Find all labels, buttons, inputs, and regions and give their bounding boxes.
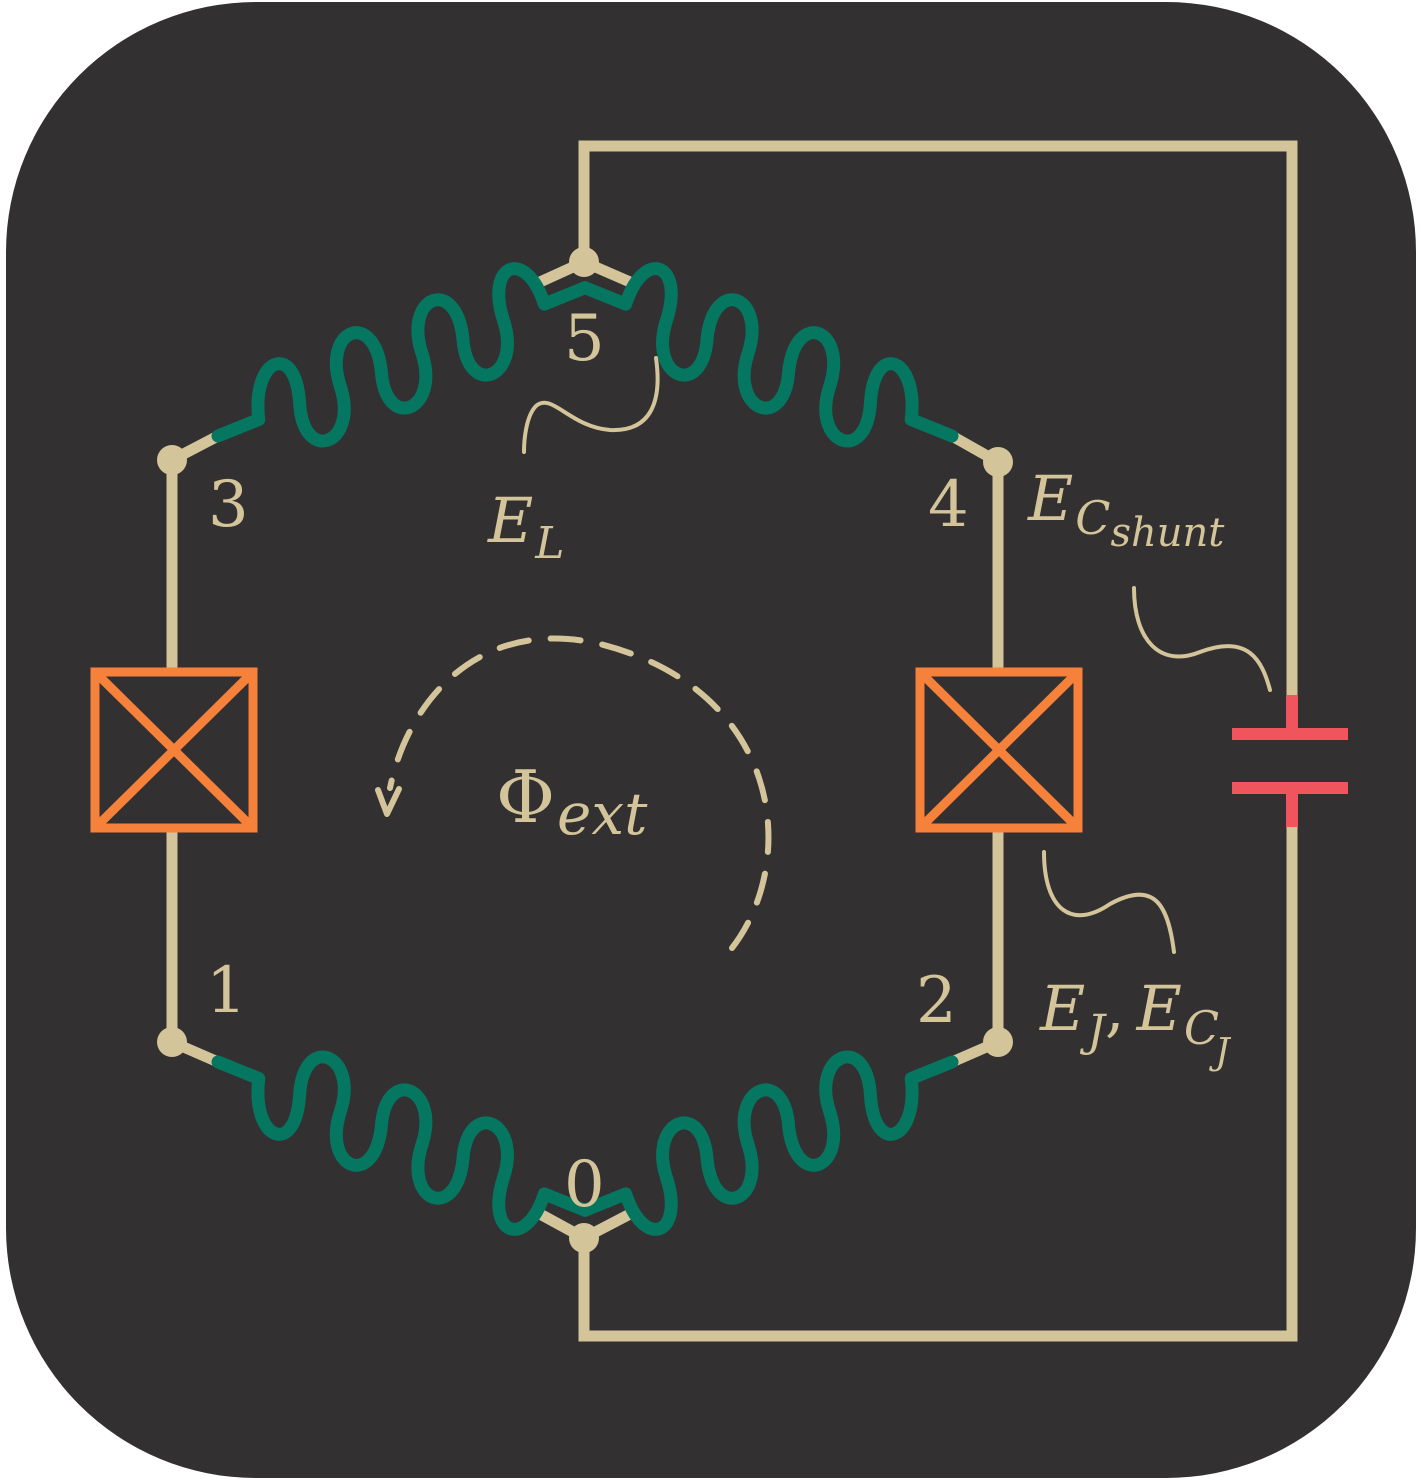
leader-Ec-shunt bbox=[1132, 586, 1272, 692]
node-dot-3 bbox=[157, 445, 187, 475]
junction-left bbox=[90, 667, 258, 833]
node-label-3: 3 bbox=[208, 468, 249, 542]
junction-right bbox=[915, 667, 1083, 833]
label-EL: EL bbox=[487, 484, 564, 569]
flux-arrow bbox=[375, 635, 772, 951]
leader-lines bbox=[522, 356, 1272, 954]
background-panel bbox=[6, 2, 1416, 1478]
node-label-1: 1 bbox=[206, 954, 247, 1028]
node-dot-4 bbox=[983, 447, 1013, 477]
label-Ec-shunt: ECshunt bbox=[1027, 462, 1225, 556]
shunt-capacitor bbox=[1232, 695, 1348, 827]
node-label-2: 2 bbox=[916, 964, 957, 1038]
node-dot-5 bbox=[569, 247, 599, 277]
node-dot-1 bbox=[157, 1027, 187, 1057]
node-label-0: 0 bbox=[564, 1148, 605, 1222]
label-EJ-EcJ: EJ,ECJ bbox=[1039, 972, 1232, 1073]
node-label-4: 4 bbox=[928, 468, 969, 542]
node-label-5: 5 bbox=[564, 302, 605, 376]
label-flux: Φext bbox=[496, 755, 648, 848]
node-dot-2 bbox=[983, 1027, 1013, 1057]
leader-EJ bbox=[1042, 850, 1176, 954]
leader-EL bbox=[522, 356, 660, 454]
node-dot-0 bbox=[569, 1223, 599, 1253]
